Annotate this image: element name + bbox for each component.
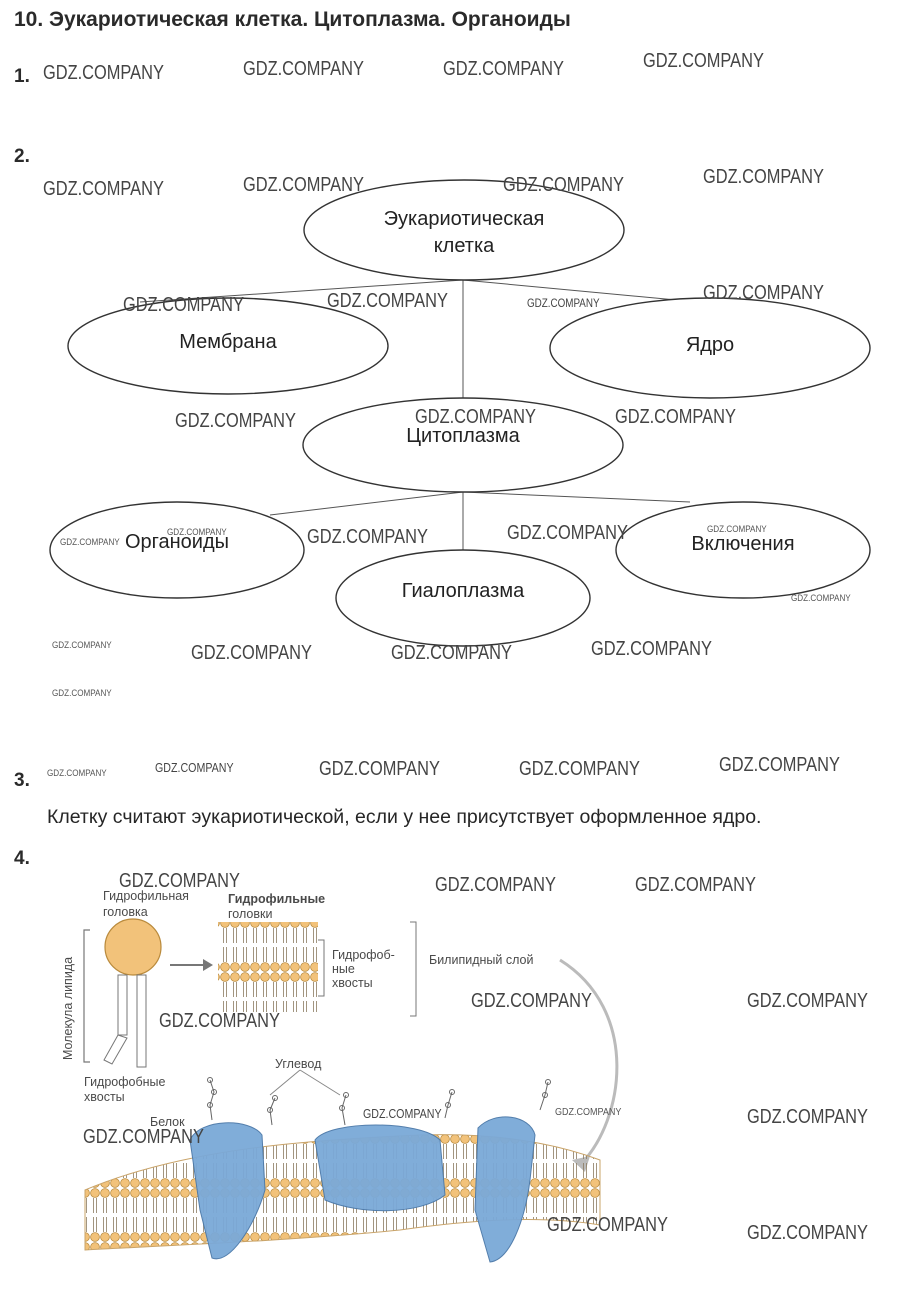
watermark: GDZ.COMPANY	[635, 874, 756, 896]
watermark: GDZ.COMPANY	[47, 768, 107, 778]
watermark: GDZ.COMPANY	[703, 282, 824, 304]
watermark: GDZ.COMPANY	[415, 406, 536, 428]
watermark: GDZ.COMPANY	[791, 593, 851, 603]
watermark: GDZ.COMPANY	[391, 642, 512, 664]
watermark: GDZ.COMPANY	[435, 874, 556, 896]
task-number-2: 2.	[14, 146, 30, 167]
lipid-molecule	[83, 918, 213, 1068]
watermark: GDZ.COMPANY	[43, 178, 164, 200]
watermark: GDZ.COMPANY	[747, 1106, 868, 1128]
watermark: GDZ.COMPANY	[591, 638, 712, 660]
watermark: GDZ.COMPANY	[191, 642, 312, 664]
watermark: GDZ.COMPANY	[507, 522, 628, 544]
label-hydrophilic-heads-1: Гидрофильные	[228, 892, 325, 906]
watermark: GDZ.COMPANY	[547, 1214, 668, 1236]
watermark: GDZ.COMPANY	[307, 526, 428, 548]
label-hydrophilic-heads-2: головки	[228, 907, 272, 921]
nucleus-label: Ядро	[686, 334, 734, 356]
inclusions-node	[615, 501, 871, 599]
watermark: GDZ.COMPANY	[123, 294, 244, 316]
root-label-line2: клетка	[434, 235, 495, 257]
organelles-node	[49, 501, 305, 599]
watermark: GDZ.COMPANY	[719, 754, 840, 776]
nucleus-node	[549, 297, 871, 399]
answer-3-text: Клетку считают эукариотической, если у н…	[47, 806, 762, 828]
watermark: GDZ.COMPANY	[443, 58, 564, 80]
watermark: GDZ.COMPANY	[155, 760, 234, 775]
watermark: GDZ.COMPANY	[243, 174, 364, 196]
page-title: 10. Эукариотическая клетка. Цитоплазма. …	[14, 8, 571, 31]
watermark: GDZ.COMPANY	[555, 1107, 622, 1118]
watermark: GDZ.COMPANY	[643, 50, 764, 72]
watermark: GDZ.COMPANY	[243, 58, 364, 80]
watermark: GDZ.COMPANY	[327, 290, 448, 312]
watermark: GDZ.COMPANY	[319, 758, 440, 780]
inclusions-label: Включения	[691, 533, 794, 555]
task-number-3: 3.	[14, 770, 30, 791]
cytoplasm-label: Цитоплазма	[406, 425, 520, 447]
root-label-line1: Эукариотическая	[384, 208, 545, 230]
watermark: GDZ.COMPANY	[60, 537, 120, 547]
protein-3	[474, 1116, 536, 1263]
watermark: GDZ.COMPANY	[52, 688, 112, 698]
watermark: GDZ.COMPANY	[747, 990, 868, 1012]
label-hydrophobic-tails-2: хвосты	[84, 1090, 125, 1104]
label-hydrophobic-tails-mid-1: Гидрофоб-	[332, 948, 395, 962]
watermark: GDZ.COMPANY	[703, 166, 824, 188]
watermark: GDZ.COMPANY	[471, 990, 592, 1012]
watermark: GDZ.COMPANY	[363, 1106, 442, 1121]
watermark: GDZ.COMPANY	[519, 758, 640, 780]
label-carbohydrate: Углевод	[275, 1057, 322, 1071]
hyaloplasm-node	[335, 549, 591, 647]
label-lipid-molecule: Молекула липида	[61, 957, 75, 1060]
membrane-label: Мембрана	[179, 331, 277, 353]
root-node	[303, 179, 625, 281]
membrane-slab	[84, 1069, 601, 1263]
task-number-1: 1.	[14, 66, 30, 87]
label-hydrophilic-head-2: головка	[103, 905, 148, 919]
watermark: GDZ.COMPANY	[527, 296, 600, 310]
organelles-label: Органоиды	[125, 531, 229, 553]
watermark: GDZ.COMPANY	[167, 527, 227, 537]
watermark: GDZ.COMPANY	[503, 174, 624, 196]
protein-2	[314, 1124, 446, 1212]
task-number-4: 4.	[14, 848, 30, 869]
membrane-node	[67, 297, 389, 395]
cytoplasm-node	[302, 397, 624, 493]
hyaloplasm-label: Гиалоплазма	[402, 580, 525, 602]
bilayer-schematic	[218, 921, 417, 1017]
watermark: GDZ.COMPANY	[52, 640, 112, 650]
label-hydrophobic-tails-mid-2: ные	[332, 962, 355, 976]
watermark: GDZ.COMPANY	[159, 1010, 280, 1032]
watermark: GDZ.COMPANY	[747, 1222, 868, 1244]
watermark: GDZ.COMPANY	[175, 410, 296, 432]
label-bilipid-layer: Билипидный слой	[429, 953, 533, 967]
watermark: GDZ.COMPANY	[43, 62, 164, 84]
label-hydrophobic-tails-mid-3: хвосты	[332, 976, 373, 990]
watermark: GDZ.COMPANY	[707, 524, 767, 534]
label-hydrophobic-tails-1: Гидрофобные	[84, 1075, 166, 1089]
cell-structure-diagram: Эукариотическая клетка Мембрана Ядро Цит…	[49, 179, 871, 647]
watermark: GDZ.COMPANY	[119, 870, 240, 892]
watermark: GDZ.COMPANY	[83, 1126, 204, 1148]
watermark: GDZ.COMPANY	[615, 406, 736, 428]
